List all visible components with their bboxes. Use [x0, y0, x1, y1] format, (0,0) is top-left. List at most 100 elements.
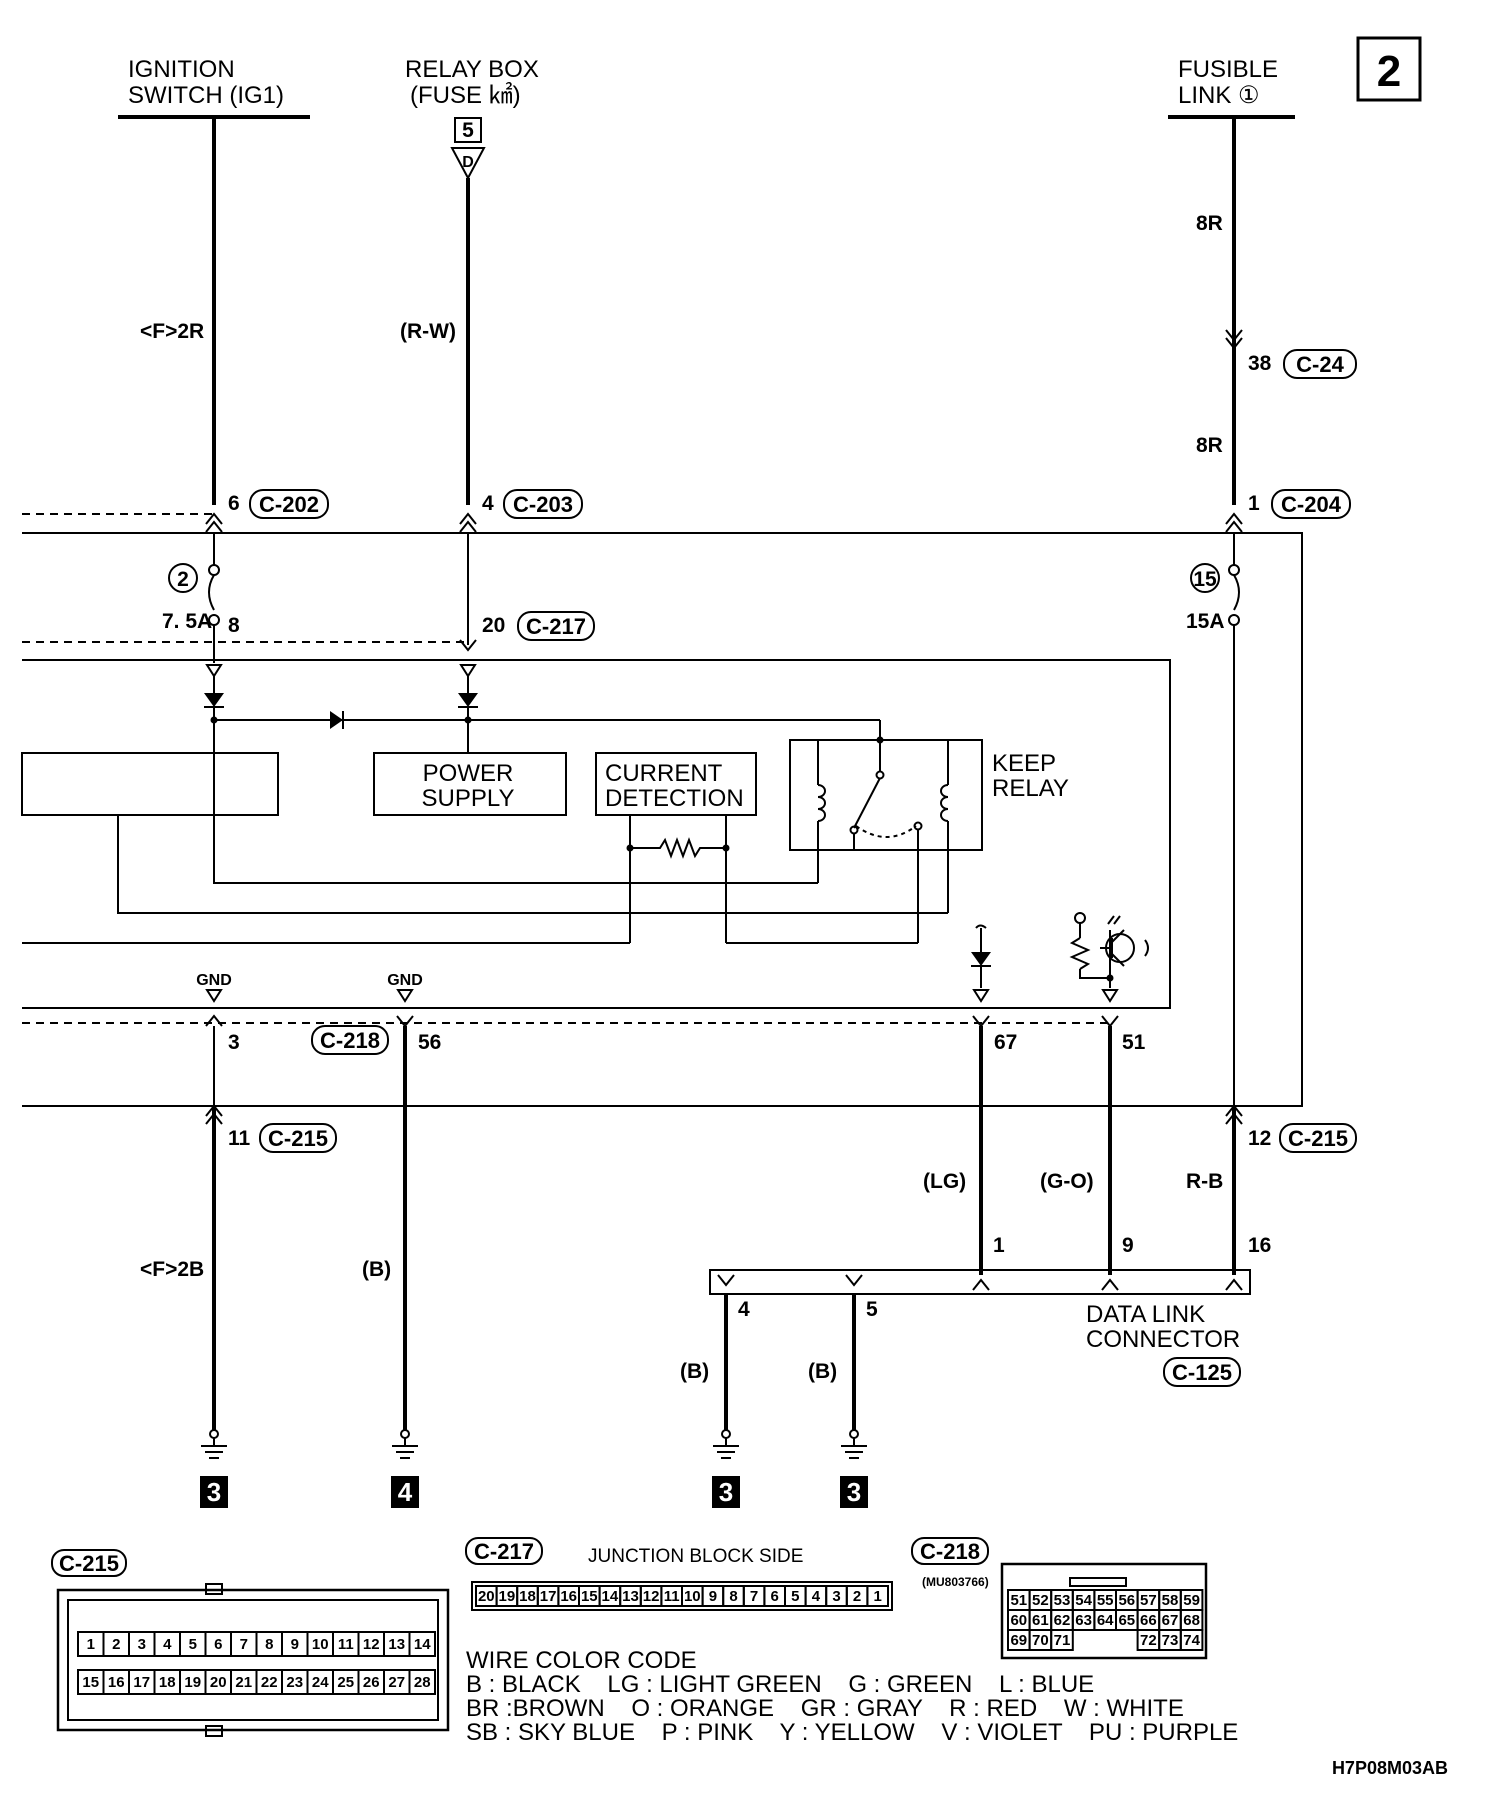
c217-pin-label: 11 — [664, 1588, 680, 1605]
c215-pin-label: 2 — [112, 1636, 120, 1653]
relay-box-number-box — [454, 117, 482, 143]
gnd-label-a: GND — [196, 972, 232, 989]
ground-ref-3: 3 — [719, 1477, 733, 1507]
pin-12: 12 — [1248, 1127, 1271, 1150]
current-detection-label-1: CURRENT — [605, 760, 723, 787]
c218-pin-label: 63 — [1075, 1612, 1092, 1629]
c202-connector-badge — [249, 489, 329, 519]
current-detection-block — [595, 752, 757, 816]
power-supply-label-2: SUPPLY — [422, 785, 515, 812]
dlc-pin-4: 4 — [738, 1298, 750, 1321]
pin-56: 56 — [418, 1031, 441, 1054]
power-supply-label-1: POWER — [423, 760, 514, 787]
c217-connector-face — [471, 1581, 893, 1611]
relay-d-mark: D — [462, 154, 474, 171]
dlc-pin-9: 9 — [1122, 1234, 1134, 1257]
c217-pin-label: 1 — [874, 1588, 882, 1605]
ignition-label-2: SWITCH (IG1) — [128, 82, 284, 109]
c217-pin-label: 18 — [519, 1588, 536, 1605]
c215-pin-label: 11 — [338, 1636, 354, 1653]
pin-4: 4 — [482, 492, 494, 515]
wire-label-b-5: (B) — [808, 1360, 837, 1383]
c125-connector-label: C-125 — [1172, 1360, 1232, 1385]
c215-pin-label: 17 — [133, 1674, 150, 1691]
c215-pin-label: 25 — [337, 1674, 354, 1691]
ground-icon — [201, 1429, 227, 1459]
ground-ref-box-2 — [391, 1476, 419, 1508]
c215-pin-label: 14 — [414, 1636, 431, 1653]
pin-cell — [866, 1585, 890, 1607]
c215-pin-label: 26 — [363, 1674, 380, 1691]
legend-c215-badge — [51, 1549, 127, 1577]
fusible-link-label-1: FUSIBLE — [1178, 56, 1278, 83]
dlc-label-2: CONNECTOR — [1086, 1326, 1240, 1353]
legend-c218-label: C-218 — [920, 1539, 980, 1564]
c202-connector-label: C-202 — [259, 492, 319, 517]
gnd-label-b: GND — [387, 972, 423, 989]
c218-pin-label: 60 — [1010, 1612, 1027, 1629]
c24-connector-badge — [1283, 349, 1357, 379]
c218-pin-label: 62 — [1054, 1612, 1071, 1629]
c215-pin-label: 15 — [82, 1674, 99, 1691]
pin-cell — [408, 1631, 436, 1657]
c215-pin-label: 19 — [184, 1674, 201, 1691]
junction-block-outline — [22, 532, 1303, 1107]
c217-connector-badge — [517, 611, 595, 641]
c204-connector-label: C-204 — [1281, 492, 1342, 517]
c218-pin-label: 58 — [1162, 1592, 1179, 1609]
wire-label-b-56: (B) — [362, 1258, 391, 1281]
ground-ref-2: 4 — [398, 1477, 413, 1507]
wire-label-8r-top: 8R — [1196, 212, 1223, 235]
c217-pin-label: 10 — [684, 1588, 701, 1605]
c217-pin-label: 16 — [560, 1588, 577, 1605]
c218-pin-label: 67 — [1162, 1612, 1179, 1629]
c215-pin-label: 23 — [286, 1674, 303, 1691]
relay-box-number: 5 — [462, 119, 474, 142]
c215-pin-label: 12 — [363, 1636, 380, 1653]
c218-pin-label: 64 — [1097, 1612, 1114, 1629]
c218-pin-label: 71 — [1054, 1632, 1071, 1649]
relay-coil-left-icon — [817, 784, 826, 822]
dlc-pin-1: 1 — [993, 1234, 1005, 1257]
c217-pin-label: 6 — [771, 1588, 779, 1605]
page-number-box — [1356, 36, 1422, 102]
wire-label-b-4: (B) — [680, 1360, 709, 1383]
c217-pin-label: 15 — [581, 1588, 598, 1605]
c218-part-number: (MU803766) — [922, 1575, 989, 1589]
diagram-code: H7P08M03AB — [1332, 1758, 1448, 1778]
pin-51: 51 — [1122, 1031, 1146, 1054]
c215-connector-label-b: C-215 — [1288, 1126, 1348, 1151]
c218-pin-label: 54 — [1075, 1592, 1092, 1609]
wire-label-8r-mid: 8R — [1196, 434, 1223, 457]
fusible-link-label-2: LINK ① — [1178, 82, 1260, 109]
fuse-15-badge — [1190, 563, 1220, 593]
keep-relay-label-1: KEEP — [992, 750, 1056, 777]
c218-pin-label: 70 — [1032, 1632, 1049, 1649]
c215-pin-label: 8 — [265, 1636, 273, 1653]
c215-pin-label: 22 — [261, 1674, 278, 1691]
c217-connector-label: C-217 — [526, 614, 586, 639]
c203-connector-label: C-203 — [513, 492, 573, 517]
pin-8: 8 — [228, 614, 240, 637]
c215-pin-label: 5 — [189, 1636, 197, 1653]
relay-box-label-1: RELAY BOX — [405, 56, 539, 83]
sensor-resistor-icon — [1069, 937, 1091, 970]
legend-c217-badge — [465, 1537, 543, 1565]
pin-67: 67 — [994, 1031, 1017, 1054]
c218-pin-label: 52 — [1032, 1592, 1049, 1609]
c24-connector-label: C-24 — [1296, 352, 1344, 377]
c217-pin-label: 14 — [602, 1588, 619, 1605]
c217-pin-label: 4 — [812, 1588, 821, 1605]
c218-pin-label: 74 — [1183, 1632, 1200, 1649]
wire-label-rb: R-B — [1186, 1170, 1223, 1193]
ecu-box-outline — [22, 659, 1171, 1009]
pin-6: 6 — [228, 492, 240, 515]
ground-icon — [392, 1429, 418, 1459]
wire-color-line-3: SB : SKY BLUE P : PINK Y : YELLOW V : VI… — [466, 1719, 1238, 1746]
c218-connector-face — [1000, 1562, 1208, 1660]
c218-pin-label: 59 — [1183, 1592, 1200, 1609]
c217-pin-label: 17 — [540, 1588, 557, 1605]
c215-connector-badge-b — [1279, 1123, 1357, 1153]
